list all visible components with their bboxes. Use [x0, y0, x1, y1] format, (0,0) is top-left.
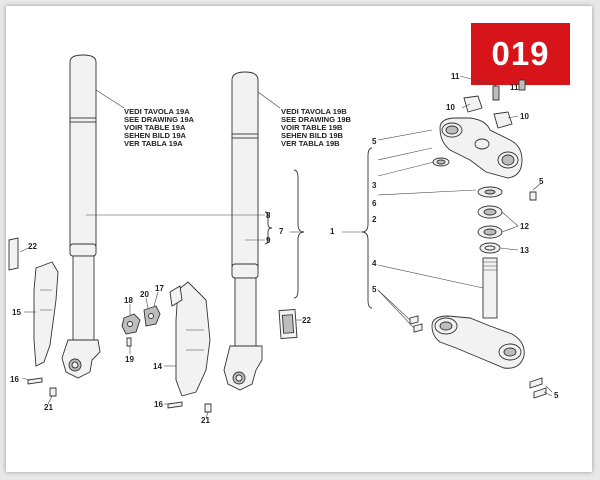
fork-a-note-line-4: SEHEN BILD 19A [124, 131, 187, 140]
fork-a-note-line-2: SEE DRAWING 19A [124, 115, 195, 124]
callout-19[interactable]: 19 [125, 355, 134, 364]
fork-b-note-line-4: SEHEN BILD 19B [281, 131, 344, 140]
fork-b-note-line-2: SEE DRAWING 19B [281, 115, 352, 124]
callout-5-lower[interactable]: 5 [372, 285, 377, 294]
brace-7 [293, 169, 305, 299]
callout-14[interactable]: 14 [153, 362, 162, 371]
clip-assembly-17-18-20[interactable] [121, 305, 161, 335]
callout-21-left[interactable]: 21 [44, 403, 53, 412]
callout-16-right[interactable]: 16 [154, 400, 163, 409]
fork-leg-b[interactable] [223, 71, 263, 391]
callout-5-right-top[interactable]: 5 [539, 177, 544, 186]
fork-b-note: VEDI TAVOLA 19B SEE DRAWING 19B VOIR TAB… [281, 107, 352, 148]
callout-2[interactable]: 2 [372, 215, 377, 224]
page-number-badge: 019 [471, 23, 570, 85]
fork-guard-15[interactable] [33, 261, 59, 367]
callout-7[interactable]: 7 [279, 227, 284, 236]
callout-10-left[interactable]: 10 [446, 103, 455, 112]
clamp-bolts-5[interactable] [409, 191, 547, 399]
callout-1[interactable]: 1 [330, 227, 335, 236]
lower-triple-clamp[interactable] [431, 315, 525, 369]
fork-a-note-line-1: VEDI TAVOLA 19A [124, 107, 190, 116]
callout-10-right[interactable]: 10 [520, 112, 529, 121]
callout-12[interactable]: 12 [520, 222, 529, 231]
fork-b-note-line-5: VER TABLA 19B [281, 139, 340, 148]
callout-20[interactable]: 20 [140, 290, 149, 299]
fork-a-note: VEDI TAVOLA 19A SEE DRAWING 19A VOIR TAB… [124, 107, 195, 148]
fork-a-note-line-5: VER TABLA 19A [124, 139, 183, 148]
callout-15[interactable]: 15 [12, 308, 21, 317]
fork-a-note-line-3: VOIR TABLE 19A [124, 123, 186, 132]
fork-b-note-line-3: VOIR TABLE 19B [281, 123, 343, 132]
steering-stem[interactable] [482, 257, 498, 319]
bearing-stack-2-12-13[interactable] [477, 186, 503, 254]
brace-8-9 [264, 211, 273, 245]
fork-leg-a[interactable] [61, 54, 101, 379]
fork-b-note-line-1: VEDI TAVOLA 19B [281, 107, 347, 116]
callout-22-left[interactable]: 22 [28, 242, 37, 251]
brace-1 [361, 147, 373, 309]
callout-5-right-bottom[interactable]: 5 [554, 391, 559, 400]
callout-9[interactable]: 9 [266, 236, 271, 245]
seal-6[interactable] [432, 157, 450, 167]
sticker-22-left[interactable] [8, 237, 19, 271]
callout-labels: 8 9 7 1 5 3 6 2 4 5 11 11 10 10 5 12 13 … [10, 72, 559, 425]
callout-5-top[interactable]: 5 [372, 137, 377, 146]
callout-18[interactable]: 18 [124, 296, 133, 305]
callout-21-right[interactable]: 21 [201, 416, 210, 425]
callout-17[interactable]: 17 [155, 284, 164, 293]
upper-triple-clamp[interactable] [439, 117, 523, 179]
callout-13[interactable]: 13 [520, 246, 529, 255]
handlebar-clamps-10-11[interactable] [463, 79, 526, 129]
callout-8[interactable]: 8 [266, 211, 271, 220]
callout-11-right[interactable]: 11 [510, 83, 519, 92]
callout-22-right[interactable]: 22 [302, 316, 311, 325]
fork-guard-14[interactable] [169, 281, 211, 397]
callout-4[interactable]: 4 [372, 259, 377, 268]
callout-11-left[interactable]: 11 [451, 72, 460, 81]
callout-16-left[interactable]: 16 [10, 375, 19, 384]
callout-3[interactable]: 3 [372, 181, 377, 190]
bolts-16-21[interactable] [27, 337, 212, 413]
sticker-22-right[interactable] [278, 308, 298, 340]
callout-6[interactable]: 6 [372, 199, 377, 208]
